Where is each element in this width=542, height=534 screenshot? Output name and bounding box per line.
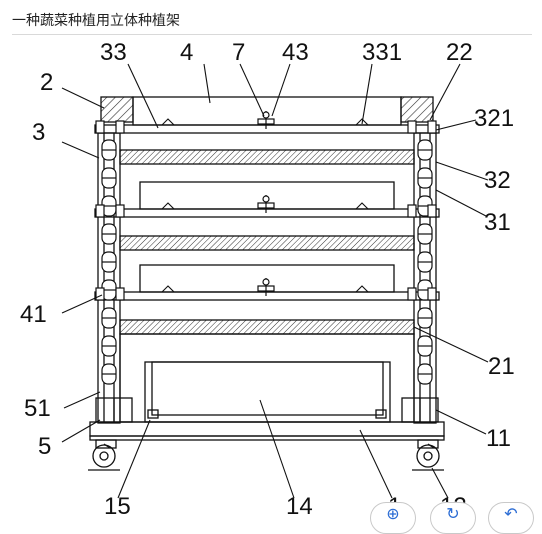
bottom-frame: [119, 333, 415, 423]
center-bolt-nut: [262, 278, 270, 286]
left-post: [97, 132, 121, 424]
label-22: 22: [446, 39, 473, 66]
seed-hole-mark: [354, 118, 370, 126]
label-7: 7: [232, 39, 245, 66]
title-divider: [12, 34, 532, 35]
label-321: 321: [474, 105, 514, 132]
top-right-block: [400, 96, 434, 123]
right-wheel: [416, 444, 440, 468]
label-33: 33: [100, 39, 127, 66]
seed-hole-mark: [160, 202, 176, 210]
seed-hole-mark: [160, 118, 176, 126]
planting-tray-3: [139, 264, 395, 293]
bolt: [427, 287, 437, 301]
bolt: [407, 287, 417, 301]
bolt: [407, 204, 417, 218]
label-15: 15: [104, 493, 131, 514]
drawer-outer: [144, 361, 391, 423]
label-51: 51: [24, 395, 51, 422]
label-32: 32: [484, 167, 511, 194]
shelf-plate-3: [94, 291, 440, 301]
shelf-plate-2: [94, 208, 440, 218]
bolt: [95, 287, 105, 301]
bolt: [115, 120, 125, 134]
bolt: [95, 120, 105, 134]
bolt: [115, 204, 125, 218]
seed-hole-mark: [160, 285, 176, 293]
label-14: 14: [286, 493, 313, 514]
top-left-block: [100, 96, 134, 123]
label-2: 2: [40, 69, 53, 96]
hatched-beam-1: [119, 149, 415, 165]
search-icon[interactable]: ⊕: [370, 502, 416, 534]
hatched-beam-3: [119, 319, 415, 335]
right-post: [413, 132, 437, 424]
seed-hole-mark: [354, 202, 370, 210]
center-bolt-nut: [262, 195, 270, 203]
label-43: 43: [282, 39, 309, 66]
refresh-icon[interactable]: ↻: [430, 502, 476, 534]
label-5: 5: [38, 433, 51, 460]
technical-drawing: 2 3 33 4 7 43 331 22 321 32 31 41 21 51 …: [20, 39, 515, 514]
bolt: [95, 204, 105, 218]
page-title: 一种蔬菜种植用立体种植架: [12, 12, 180, 28]
label-4: 4: [180, 39, 193, 66]
bolt: [427, 204, 437, 218]
shelf-plate-1: [94, 124, 440, 134]
bolt: [427, 120, 437, 134]
undo-icon[interactable]: ↶: [488, 502, 534, 534]
label-11: 11: [486, 425, 511, 452]
label-21: 21: [488, 353, 515, 380]
bolt: [115, 287, 125, 301]
label-41: 41: [20, 301, 47, 328]
label-3: 3: [32, 119, 45, 146]
base-plate: [89, 421, 445, 437]
drawer-inner: [151, 361, 384, 416]
seed-hole-mark: [354, 285, 370, 293]
left-wheel: [92, 444, 116, 468]
label-331: 331: [362, 39, 402, 66]
hatched-beam-2: [119, 235, 415, 251]
label-31: 31: [484, 209, 511, 236]
bolt: [407, 120, 417, 134]
planting-tray-2: [139, 181, 395, 210]
